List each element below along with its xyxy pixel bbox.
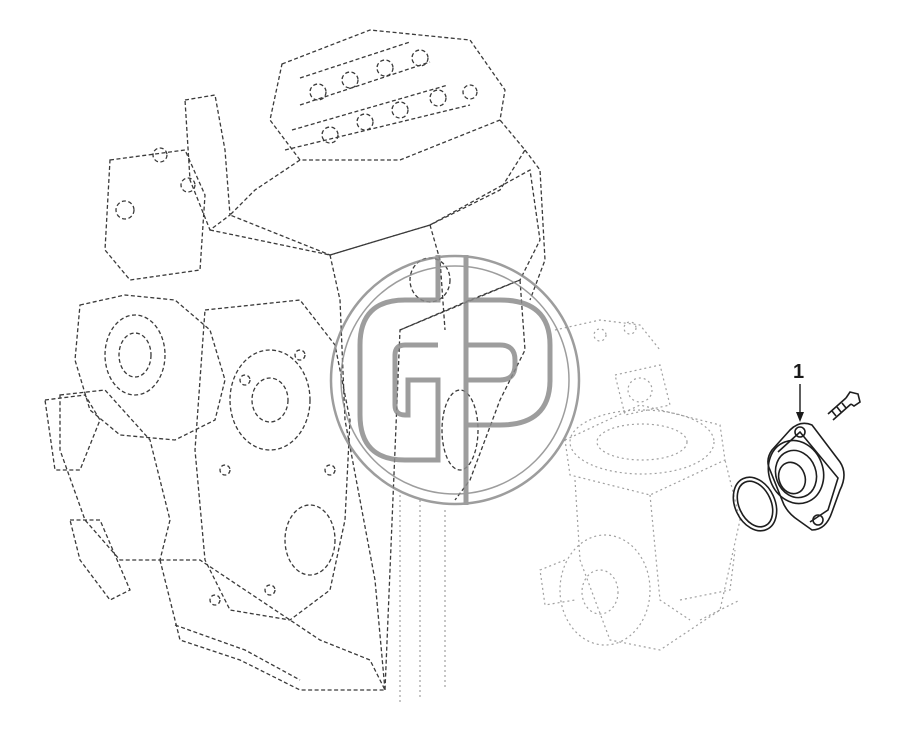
bolt — [827, 391, 861, 421]
injection-pump — [539, 319, 741, 651]
callout-number-1: 1 — [793, 361, 805, 383]
pump-cover-flange — [767, 422, 845, 531]
guide-lines — [399, 495, 446, 705]
engine-block — [44, 29, 546, 691]
callout-leader-1 — [796, 384, 804, 422]
watermark-logo — [329, 254, 581, 506]
o-ring — [732, 476, 778, 532]
